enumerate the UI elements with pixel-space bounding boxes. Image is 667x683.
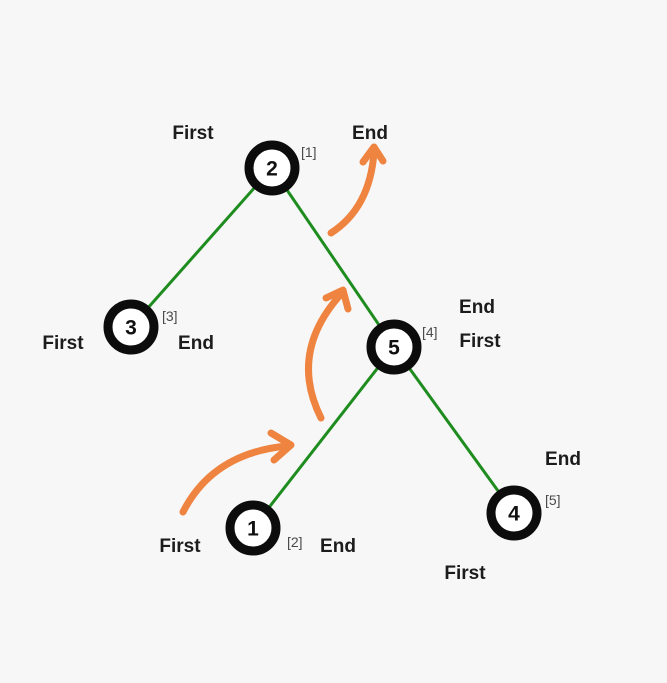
node-circle: [366, 319, 422, 375]
tree-edge-5-1: [251, 346, 396, 529]
arrow-into-node-1-shaft: [179, 442, 291, 516]
arrow-into-node-1-head: [267, 429, 295, 464]
visit-order-label: [5]: [545, 492, 561, 508]
arrow-up-to-edge-2-5-shaft: [304, 289, 346, 422]
node-value: 1: [247, 518, 259, 541]
first-label-node-4: First: [444, 563, 486, 584]
first-label-node-5: First: [459, 331, 501, 352]
tree-edge-2-3: [129, 167, 274, 328]
node-circle: [486, 485, 542, 541]
first-label-node-2: First: [172, 123, 214, 144]
arrow-exit-to-end: [327, 143, 387, 237]
first-label-node-3: First: [42, 333, 84, 354]
end-label-node-2: End: [352, 123, 388, 144]
tree-node-4: 4 [5]: [486, 485, 561, 541]
visit-order-label: [3]: [162, 308, 178, 324]
tree-node-3: 3 [3]: [103, 299, 178, 355]
tree-node-5: 5 [4]: [366, 319, 438, 375]
tree-edge-5-4: [392, 346, 516, 514]
node-value: 3: [125, 317, 137, 340]
node-value: 4: [508, 503, 520, 526]
visit-order-label: [2]: [287, 534, 303, 550]
visit-order-label: [1]: [301, 144, 317, 160]
visit-order-label: [4]: [422, 324, 438, 340]
arrow-into-node-1: [179, 429, 295, 516]
node-circle: [103, 299, 159, 355]
end-label-node-4: End: [545, 449, 581, 470]
node-value: 2: [266, 158, 278, 181]
tree-edge-2-5: [270, 167, 396, 348]
node-circle: [244, 140, 300, 196]
end-label-node-5: End: [459, 297, 495, 318]
arrow-up-to-edge-2-5-head: [322, 286, 352, 313]
tree-node-2: 2 [1]: [244, 140, 317, 196]
arrow-exit-to-end-head: [359, 143, 387, 166]
first-label-node-1: First: [159, 536, 201, 557]
node-value: 5: [388, 337, 400, 360]
tree-node-1: 1 [2]: [225, 500, 303, 556]
arrow-exit-to-end-shaft: [327, 148, 378, 237]
node-circle: [225, 500, 281, 556]
end-label-node-1: End: [320, 536, 356, 557]
arrow-up-to-edge-2-5: [304, 286, 352, 422]
end-label-node-3: End: [178, 333, 214, 354]
